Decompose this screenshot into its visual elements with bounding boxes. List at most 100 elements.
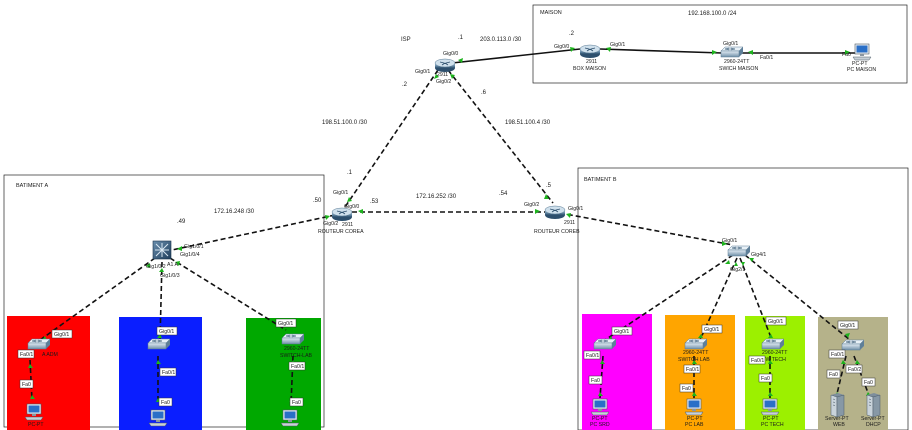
ra-port-g01: Gig0/1: [333, 190, 348, 196]
swb-port-g40: Gig4/1: [751, 252, 766, 258]
red-sw-fa-tag: [17, 349, 35, 359]
green-sw-port-fa01: Fa0/1: [291, 364, 304, 370]
blue-sw-port-fa01: Fa0/1: [162, 370, 175, 376]
server-web-model: Server-PT: [825, 416, 849, 422]
switch-servers[interactable]: [841, 339, 865, 351]
zone-batiment-a-label: BATIMENT A: [16, 183, 49, 189]
blue-sw-fa-tag: [159, 367, 177, 377]
server-dhcp-name: DHCP: [866, 422, 881, 428]
link-swb-magenta: [604, 254, 734, 341]
pc-green[interactable]: [280, 409, 300, 427]
lab-sw-port-fa01: Fa0/1: [686, 367, 699, 373]
mag-pc-port-fa0: Fa0: [591, 378, 600, 384]
router-coreb-name: ROUTEUR COREB: [534, 229, 580, 235]
server-dhcp-model: Server-PT: [861, 416, 885, 422]
swb-port-g01: Gig0/1: [722, 238, 737, 244]
swb-port-g20: Gig2/1: [730, 267, 745, 273]
switch-tech-model: 2960-24TT: [762, 350, 788, 356]
addr-isp-to-ra: .2: [402, 82, 408, 88]
switch-tech-name: SW TECH: [762, 357, 786, 363]
pc-tech-name: PC TECH: [761, 422, 784, 428]
zone-lime: [745, 316, 805, 430]
router-coreb-model: 2911: [564, 220, 575, 226]
router-corea-name: ROUTEUR COREA: [318, 229, 364, 235]
maison-subnet: 192.168.100.0 /24: [688, 11, 737, 17]
pc-maison[interactable]: [852, 43, 872, 61]
pc-blue[interactable]: [148, 409, 168, 427]
switch-green-model: 2960-24TT: [284, 346, 310, 352]
l3-switch-b[interactable]: [727, 245, 751, 257]
box-maison-router[interactable]: [579, 44, 601, 59]
link-khaki-web: [835, 355, 847, 399]
red-sw-port-fa01: Fa0/1: [20, 352, 33, 358]
srv-sw-port-fa01: Fa0/1: [831, 352, 844, 358]
switch-red[interactable]: [27, 338, 51, 350]
switch-maison[interactable]: [720, 46, 744, 58]
blue-sw-port-g01: Gig0/1: [159, 329, 174, 335]
tech-pc-fa-tag: [758, 373, 773, 383]
sw-maison-name: SWICH MAISON: [719, 66, 758, 72]
isp-router[interactable]: [434, 58, 456, 73]
addr-isp-to-rb: .6: [481, 90, 487, 96]
l3-switch-a[interactable]: [152, 240, 172, 260]
mag-sw-port-fa01: Fa0/1: [586, 353, 599, 359]
mag-sw-port-tag: [611, 326, 633, 336]
switch-blue[interactable]: [147, 338, 171, 350]
server-dhcp[interactable]: [866, 392, 881, 418]
switch-tech[interactable]: [761, 338, 785, 350]
isp-port-g01: Gig0/1: [415, 69, 430, 75]
red-pc-fa-tag: [19, 379, 34, 389]
zone-red: [7, 316, 90, 430]
red-sw-port-g01: Gig0/1: [54, 332, 69, 338]
tech-sw-port-tag: [765, 316, 787, 326]
zone-batiment-b-label: BATIMENT B: [584, 177, 617, 183]
swa-port-g102: Gig1/0/2: [146, 264, 166, 270]
addr-ra-left: .50: [313, 198, 322, 204]
switch-green[interactable]: [281, 333, 305, 345]
isp-router-model: 2911: [437, 72, 448, 78]
pc-lab[interactable]: [684, 398, 704, 416]
dhcp-port-fa0: Fa0: [864, 380, 873, 386]
srv-sw-fa1-tag: [828, 349, 846, 359]
sw-maison-port-g01: Gig0/1: [723, 41, 738, 47]
router-coreb[interactable]: [544, 205, 566, 220]
blue-pc-port-fa0: Fa0: [161, 400, 170, 406]
link-swb-khaki: [744, 254, 851, 341]
sw-maison-port-fa01: Fa0/1: [760, 55, 773, 61]
pc-maison-name: PC MAISON: [847, 67, 876, 73]
web-port-fa0: Fa0: [829, 372, 838, 378]
isp-port-g00: Gig0/0: [443, 51, 458, 57]
ra-port-g00: Gig0/0: [344, 204, 359, 210]
addr-ra-right: .53: [370, 199, 379, 205]
blue-pc-fa-tag: [158, 397, 173, 407]
swa-port-g101: Gig1/0/1: [184, 244, 204, 250]
box-port-g00: Gig0/0: [554, 44, 569, 50]
pc-mag-name: PC SRD: [590, 422, 610, 428]
addr-ra-up: .1: [347, 170, 353, 176]
net-ra-swa: 172.16.248 /30: [214, 209, 255, 215]
zone-maison-label: MAISON: [540, 10, 562, 16]
green-sw-port-g01: Gig0/1: [278, 321, 293, 327]
mag-pc-fa-tag: [588, 375, 603, 385]
net-ra-rb: 172.16.252 /30: [416, 194, 457, 200]
green-sw-port-tag: [275, 318, 297, 328]
addr-box: .2: [569, 31, 575, 37]
pc-tech[interactable]: [760, 398, 780, 416]
switch-lab[interactable]: [684, 338, 708, 350]
router-corea-model: 2911: [342, 222, 353, 228]
pc-magenta[interactable]: [590, 398, 610, 416]
pc-maison-port-fa0: Fa0: [842, 52, 851, 58]
green-pc-fa-tag: [289, 397, 304, 407]
pc-red[interactable]: [24, 403, 44, 421]
zone-batiment-b: [577, 167, 909, 430]
dhcp-fa-tag: [861, 377, 876, 387]
mag-sw-fa-tag: [583, 350, 601, 360]
sw-maison-model: 2960-24TT: [724, 59, 750, 65]
switch-magenta[interactable]: [593, 338, 617, 350]
link-mag-pc: [599, 355, 604, 399]
green-pc-port-fa0: Fa0: [292, 400, 301, 406]
net-isp-rb: 198.51.100.4 /30: [505, 120, 551, 126]
srv-sw-port-g01: Gig0/1: [840, 323, 855, 329]
server-web[interactable]: [830, 392, 845, 418]
